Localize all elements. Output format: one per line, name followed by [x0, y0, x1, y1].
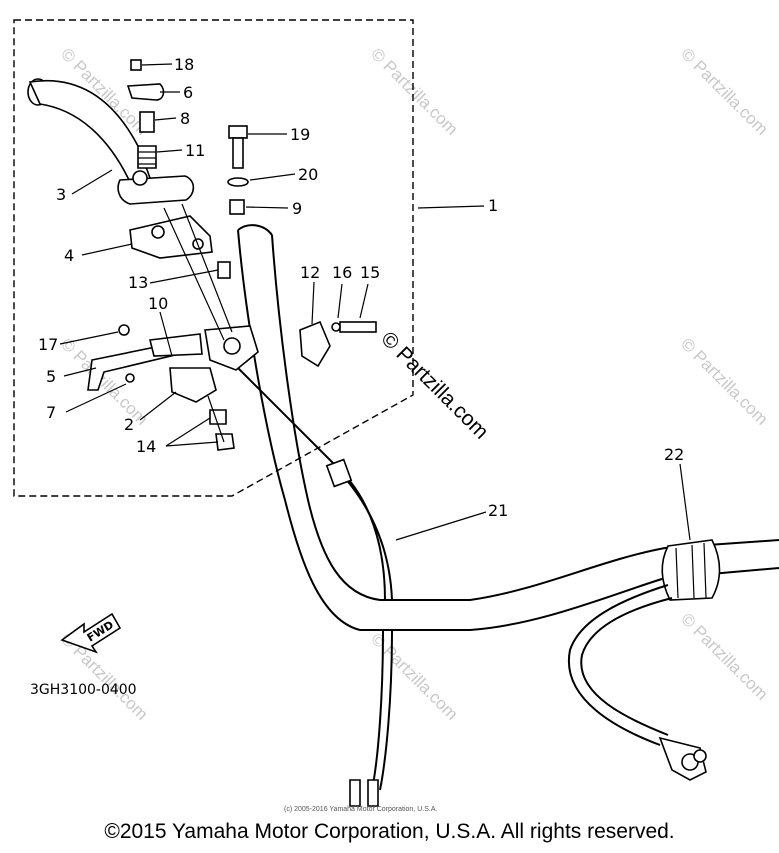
- leader-lines: [59, 63, 691, 541]
- callout-21: 21: [488, 501, 508, 520]
- watermark: © Partzilla.com: [677, 44, 771, 138]
- watermark: © Partzilla.com: [677, 609, 771, 703]
- watermark-layer: © Partzilla.com © Partzilla.com © Partzi…: [57, 44, 771, 723]
- callout-20: 20: [298, 165, 318, 184]
- callout-13: 13: [128, 273, 148, 292]
- switch-harness: [567, 584, 707, 781]
- callout-17: 17: [38, 335, 58, 354]
- lever-bracket: [129, 215, 213, 259]
- watermark: © Partzilla.com: [367, 44, 461, 138]
- forward-arrow-icon: [60, 612, 122, 654]
- callout-3: 3: [56, 185, 66, 204]
- callout-18: 18: [174, 55, 194, 74]
- watermark: © Partzilla.com: [57, 334, 151, 428]
- clutch-switch-cable: [229, 359, 393, 807]
- callout-8: 8: [180, 109, 190, 128]
- diagram-part-code: 3GH3100-0400: [30, 682, 137, 698]
- assembly-boundary: [13, 19, 414, 497]
- callout-4: 4: [64, 246, 74, 265]
- callouts: 18 6 8 11 19 20 9 1 3 4 13 12 16 15 10 1…: [38, 55, 684, 520]
- callout-16: 16: [332, 263, 352, 282]
- callout-6: 6: [183, 83, 193, 102]
- callout-7: 7: [46, 403, 56, 422]
- small-copyright: (c) 2005-2016 Yamaha Motor Corporation, …: [284, 806, 437, 813]
- watermark-large: © Partzilla.com: [376, 327, 492, 443]
- callout-14: 14: [136, 437, 156, 456]
- callout-15: 15: [360, 263, 380, 282]
- bolt-stack: [227, 125, 249, 215]
- copyright-notice: ©2015 Yamaha Motor Corporation, U.S.A. A…: [104, 820, 675, 843]
- callout-10: 10: [148, 294, 168, 313]
- callout-19: 19: [290, 125, 310, 144]
- callout-2: 2: [124, 415, 134, 434]
- watermark: © Partzilla.com: [677, 334, 771, 428]
- callout-1: 1: [488, 196, 498, 215]
- clutch-lever: [27, 78, 195, 205]
- callout-22: 22: [664, 445, 684, 464]
- pivot-stack: [126, 59, 165, 169]
- clutch-switch: [204, 261, 377, 371]
- callout-11: 11: [185, 141, 205, 160]
- callout-12: 12: [300, 263, 320, 282]
- callout-5: 5: [46, 367, 56, 386]
- switch-plate: [87, 324, 235, 451]
- handlebar-switch: [661, 539, 721, 601]
- callout-9: 9: [292, 199, 302, 218]
